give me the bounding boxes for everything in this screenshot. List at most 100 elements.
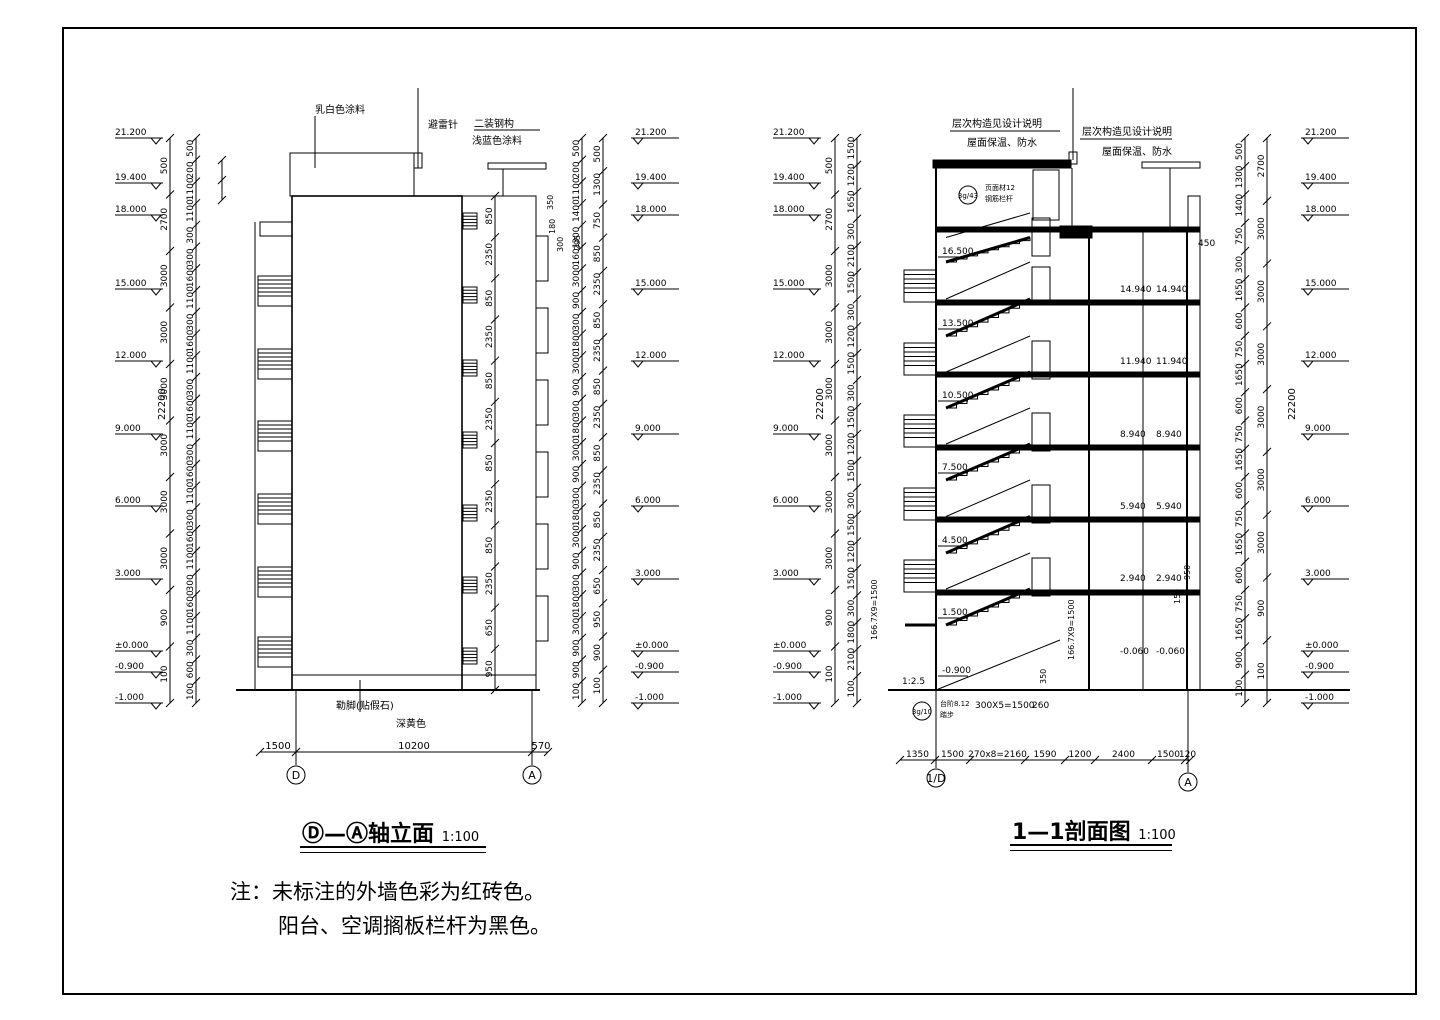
dim-label: 1800 [572,503,582,526]
dim-tick [830,416,840,425]
dim-tick [191,698,201,708]
stair-step [1009,240,1020,245]
dim-tick [191,676,201,686]
dim-tick [1240,303,1250,312]
dim-label: 1800 [572,329,582,352]
dim-tick [1060,755,1070,765]
balcony-railing [257,493,293,525]
dim-label: 300 [572,313,582,330]
dim-label: 1300 [1235,165,1245,188]
door [1031,557,1051,597]
stair-step [967,611,978,617]
level-triangle [1302,214,1314,222]
dim-label: 900 [572,465,582,482]
stair-flight [945,212,1031,238]
window-grille [462,431,478,449]
level-triangle [632,214,644,222]
dim-tick [191,242,201,252]
dim-label: 300 [572,226,582,243]
level-label: 6.000 [115,496,141,506]
level-label: 6.000 [635,496,661,506]
section-title: 1—1剖面图 1:100 [1012,814,1176,846]
side-window [535,307,549,354]
stair-step [1009,448,1020,454]
level-triangle [808,702,820,710]
dim-tick [1240,416,1250,425]
dim-tick [852,187,862,197]
dim-tick [830,698,840,708]
dim-label: 950 [485,660,495,677]
dim-label: 1500 [847,567,857,590]
floor-level-label: -0.060 [1156,647,1185,657]
window-grille [462,647,478,665]
stair-step [1019,516,1031,522]
level-triangle [1302,578,1314,586]
dim-tick [598,499,608,508]
dim-label: 22200 [815,388,826,420]
level-label: -1.000 [773,693,802,703]
level-label: 19.400 [635,173,667,183]
stair-step [946,620,957,626]
dim-tick [1262,635,1272,645]
dim-label: 1100 [186,286,196,309]
floor-level-label: 8.940 [1120,430,1146,440]
dim-tick [577,655,587,664]
dim-label: 100 [593,677,603,694]
floor-level-label: 11.940 [1156,357,1188,367]
dim-tick [598,432,608,442]
dim-tick [490,356,500,366]
stair-step [1019,372,1031,377]
dim-label: 450 [1198,239,1215,249]
dim-label: 600 [1235,566,1245,583]
level-triangle [632,671,644,679]
dim-tick [165,133,175,143]
stair-step [998,381,1010,386]
section-title-underline [1010,844,1172,851]
dim-label: 850 [593,444,603,461]
axis-label: 1/D [926,772,945,785]
dim-tick [577,568,587,577]
dim-label: 900 [1235,651,1245,668]
dim-label: 850 [485,289,495,306]
dim-tick [577,611,587,621]
dim-label: 850 [593,311,603,328]
dim-label: 500 [160,157,170,174]
level-triangle [150,702,162,710]
floor-level-label: 8.940 [1156,430,1182,440]
dim-tick [165,359,175,369]
dim-tick [830,359,840,369]
dim-tick [1240,133,1250,143]
dim-label: 750 [1235,340,1245,357]
dim-tick [577,198,587,208]
dim-tick [490,273,500,283]
dim-tick [852,537,862,546]
dim-tick [191,177,201,186]
floor-level-label: 5.940 [1156,502,1182,512]
level-label: ±0.000 [1305,641,1339,651]
dim-label: 900 [572,661,582,678]
dim-label: 2350 [593,538,603,561]
dim-tick [1020,755,1030,765]
dim-label: 2350 [485,407,495,430]
dim-tick [577,459,587,469]
stair-step [1009,521,1020,527]
dim-tick [191,611,201,621]
dim-label: 2350 [485,325,495,348]
dim-label: 3000 [825,547,835,570]
stair-step [977,534,989,540]
level-triangle [808,182,820,190]
stair-flight [945,261,1031,300]
floor-level-label: 11.940 [1120,357,1152,367]
dim-tick [1240,472,1250,482]
dim-label: 100 [847,680,857,697]
dim-label: 1100 [186,416,196,439]
dim-label: 1100 [186,481,196,504]
stair-step [946,403,957,409]
axis-bubble [1178,772,1198,792]
level-triangle [150,433,162,441]
stair-step [956,543,968,549]
level-triangle [1302,650,1314,658]
dim-label: 100 [572,683,582,700]
dim-label: 950 [1183,565,1192,580]
dim-label: 3000 [572,612,582,635]
